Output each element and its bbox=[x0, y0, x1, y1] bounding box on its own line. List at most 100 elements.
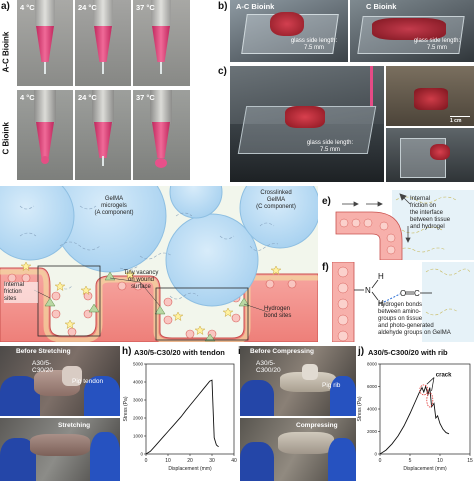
y-tick-label: 6000 bbox=[367, 384, 378, 389]
y-tick-label: 2000 bbox=[133, 416, 144, 421]
x-axis-label: Displacement (mm) bbox=[168, 466, 212, 472]
hbond-label: Hydrogen bond sites bbox=[264, 306, 292, 319]
x-tick-label: 10 bbox=[437, 458, 443, 464]
photo-g-stretching: Stretching bbox=[0, 418, 120, 481]
y-tick-label: 4000 bbox=[367, 407, 378, 412]
x-tick-label: 40 bbox=[231, 458, 237, 464]
photo-c-24c: 24 °C bbox=[75, 90, 131, 180]
chart-title-h: A30/5-C30/20 with tendon bbox=[134, 348, 225, 357]
chart-title-j: A30/5-C300/20 with rib bbox=[368, 348, 448, 357]
scale-bar-label: 1 cm bbox=[450, 118, 462, 124]
ac-bioink-title: A-C Bioink bbox=[236, 2, 275, 11]
photo-ac-37c: 37 °C bbox=[133, 0, 190, 86]
temp-label: 37 °C bbox=[136, 3, 155, 12]
photo-c-37c: 37 °C bbox=[133, 90, 190, 180]
crack-label: crack bbox=[436, 372, 452, 378]
panel-f-text: Hydrogen bonds between amino- groups on … bbox=[378, 302, 451, 336]
glass-caption: glass side length: 7.5 mm bbox=[413, 38, 461, 51]
stretching-title: Stretching bbox=[58, 422, 91, 429]
series-line bbox=[145, 379, 219, 455]
crosslinked-network bbox=[19, 205, 279, 300]
tissue-label: Pig rib bbox=[322, 382, 341, 389]
vacancy-label: Tiny vacancy on wound surface bbox=[123, 270, 159, 290]
glass-caption: glass side length: 7.5 mm bbox=[290, 38, 338, 51]
panel-e-diagram bbox=[335, 190, 474, 260]
atom-c: C bbox=[414, 289, 420, 298]
panel-f-diagram: N H H O C bbox=[332, 262, 474, 342]
y-tick-label: 0 bbox=[374, 452, 377, 457]
before-compressing-title: Before Compressing bbox=[250, 348, 314, 355]
temp-label: 37 °C bbox=[136, 93, 155, 102]
c-bioink-title: C Bioink bbox=[366, 2, 397, 11]
plot-frame bbox=[379, 363, 471, 455]
panel-c-label: c) bbox=[218, 66, 227, 77]
y-tick-label: 4000 bbox=[133, 380, 144, 385]
panel-e-label: e) bbox=[322, 196, 331, 207]
crack-circle bbox=[426, 392, 434, 408]
x-tick-label: 15 bbox=[467, 458, 473, 464]
sample-label: A30/5- C300/20 bbox=[256, 360, 281, 374]
x-tick-label: 30 bbox=[209, 458, 215, 464]
crack-arrow bbox=[431, 377, 435, 392]
photo-b-c: C Bioink glass side length: 7.5 mm bbox=[350, 0, 474, 62]
photo-ac-24c: 24 °C bbox=[75, 0, 131, 86]
temp-label: 24 °C bbox=[78, 3, 97, 12]
y-tick-label: 0 bbox=[140, 452, 143, 457]
x-axis-label: Displacement (mm) bbox=[403, 466, 447, 472]
photo-g-before: Before Stretching A30/5- C30/20 Pig tend… bbox=[0, 346, 120, 416]
panel-b-label: b) bbox=[218, 1, 228, 12]
sample-label: A30/5- C30/20 bbox=[32, 360, 53, 374]
panel-f-label: f) bbox=[322, 262, 329, 273]
gelma-label: GelMA microgels (A component) bbox=[94, 196, 134, 216]
series-line bbox=[379, 384, 450, 455]
y-tick-label: 3000 bbox=[133, 398, 144, 403]
y-tick-label: 1000 bbox=[133, 434, 144, 439]
y-tick-label: 2000 bbox=[367, 429, 378, 434]
plot-frame bbox=[145, 363, 235, 455]
friction-triangles bbox=[44, 271, 250, 342]
photo-i-before: Before Compressing A30/5- C300/20 Pig ri… bbox=[240, 346, 356, 416]
panel-a-label: a) bbox=[1, 1, 10, 12]
panel-j-label: j) bbox=[358, 346, 365, 357]
photo-c-side: 1 cm bbox=[386, 66, 474, 126]
crack-circle bbox=[419, 384, 429, 396]
y-tick-label: 8000 bbox=[367, 362, 378, 367]
temp-label: 4 °C bbox=[20, 3, 35, 12]
x-tick-label: 0 bbox=[145, 458, 148, 464]
y-tick-label: 5000 bbox=[133, 362, 144, 367]
crosslinked-label: Crosslinked GelMA (C component) bbox=[256, 190, 296, 210]
photo-c-4c: 4 °C bbox=[17, 90, 73, 180]
before-stretching-title: Before Stretching bbox=[16, 348, 71, 355]
panel-h-label: h) bbox=[122, 346, 132, 357]
photo-c-main: glass side length: 7.5 mm bbox=[230, 66, 384, 182]
photo-c-tilted bbox=[386, 128, 474, 182]
temp-label: 4 °C bbox=[20, 93, 35, 102]
temp-label: 24 °C bbox=[78, 93, 97, 102]
x-tick-label: 10 bbox=[165, 458, 171, 464]
tissue-label: Pig tendon bbox=[72, 378, 104, 385]
photo-i-compressing: Compressing bbox=[240, 418, 356, 481]
glass-caption: glass side length: 7.5 mm bbox=[306, 140, 354, 153]
x-tick-label: 0 bbox=[379, 458, 382, 464]
row-label-c-bioink: C Bioink bbox=[1, 122, 11, 155]
atom-n: N bbox=[365, 286, 371, 295]
friction-label: Internal friction sites bbox=[4, 282, 38, 303]
panel-e-text: Internal friction on the interface betwe… bbox=[410, 196, 451, 230]
crack-arrow bbox=[426, 377, 435, 385]
photo-b-ac: A-C Bioink glass side length: 7.5 mm bbox=[230, 0, 348, 62]
gelma-microgel bbox=[165, 213, 259, 307]
row-label-ac-bioink: A-C Bioink bbox=[1, 31, 11, 73]
y-axis-label: Stress (Pa) bbox=[357, 396, 363, 421]
compressing-title: Compressing bbox=[296, 422, 338, 429]
atom-o: O bbox=[400, 289, 406, 298]
chart-h: 0 10 20 30 40 0 1000 2000 3000 4000 5000Displaceme… bbox=[123, 362, 237, 472]
photo-ac-4c: 4 °C bbox=[17, 0, 73, 86]
hbond-stars bbox=[20, 261, 282, 336]
panel-d-schematic bbox=[0, 186, 318, 342]
y-axis-label: Stress (Pa) bbox=[123, 396, 129, 421]
x-tick-label: 5 bbox=[409, 458, 412, 464]
atom-h: H bbox=[378, 299, 384, 308]
atom-h: H bbox=[378, 272, 384, 281]
x-tick-label: 20 bbox=[187, 458, 193, 464]
